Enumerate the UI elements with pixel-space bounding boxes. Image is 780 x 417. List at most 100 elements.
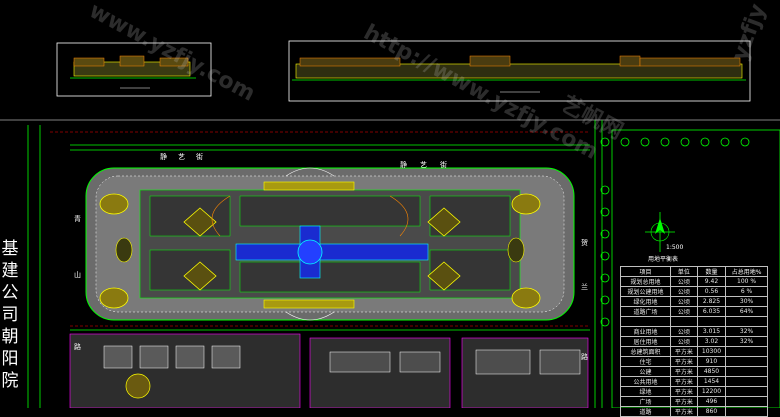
table-cell: 绿地	[620, 385, 671, 397]
table-cell: 平方米	[669, 355, 698, 367]
table-cell: 32%	[725, 325, 768, 337]
table-cell: 1454	[696, 375, 727, 387]
street-label: 兰	[581, 283, 588, 291]
table-cell: 平方米	[669, 395, 698, 407]
table-cell: 910	[696, 355, 727, 367]
vertical-title-char: 朝	[1, 327, 19, 347]
table-cell	[725, 385, 768, 397]
table-cell	[725, 345, 768, 357]
table-cell: 3.02	[696, 335, 727, 347]
table-cell: 公顷	[669, 335, 698, 347]
table-cell: 规划总用地	[620, 276, 671, 287]
table-cell: 道路广场	[620, 306, 671, 317]
table-cell	[725, 375, 768, 387]
table-cell: 公顷	[669, 296, 698, 307]
table-header-cell: 项目	[620, 266, 671, 277]
table-title: 用地平衡表	[648, 256, 679, 263]
table-cell	[725, 316, 768, 327]
street-label: 山	[74, 271, 81, 279]
street-label: 静	[160, 153, 167, 161]
table-cell	[725, 395, 768, 407]
street-label: 街	[196, 153, 203, 161]
table-cell	[696, 316, 727, 327]
table-cell: 广场	[620, 395, 671, 407]
table-cell: 2.825	[696, 296, 727, 307]
table-header-cell: 占总用地%	[725, 266, 768, 277]
table-cell: 商业用地	[620, 325, 671, 337]
table-cell: 规划公建用地	[620, 286, 671, 297]
table-cell: 10300	[696, 345, 727, 357]
building-blocks	[69, 333, 589, 408]
table-cell: 平方米	[669, 375, 698, 387]
street-label: 路	[74, 343, 81, 351]
vertical-title-char: 公	[1, 283, 19, 303]
table-cell: 平方米	[669, 365, 698, 377]
table-cell: 公共用地	[620, 375, 671, 387]
vertical-title-char: 阳	[1, 349, 19, 369]
vertical-title: 基 建 公 司 朝 阳 院	[0, 238, 20, 392]
table-header-row: 项目 单位 数量 占总用地%	[620, 266, 768, 277]
elevation-large	[288, 40, 751, 102]
street-label: 艺	[178, 153, 185, 161]
table-cell: 总建筑面积	[620, 345, 671, 357]
cad-drawing-canvas[interactable]	[0, 0, 780, 408]
street-label: 路	[581, 353, 588, 361]
table-cell	[669, 316, 698, 327]
table-cell: 平方米	[669, 345, 698, 357]
table-cell: 居住用地	[620, 335, 671, 347]
scale-text: 1:500	[666, 244, 684, 251]
table-cell	[620, 316, 671, 327]
table-cell	[725, 355, 768, 367]
tree-row-top	[600, 137, 750, 327]
street-label: 艺	[420, 161, 427, 169]
vertical-title-char: 院	[1, 371, 19, 391]
table-cell: 32%	[725, 335, 768, 347]
table-cell: 平方米	[669, 385, 698, 397]
table-cell: 公顷	[669, 306, 698, 317]
table-cell: 3.015	[696, 325, 727, 337]
table-cell: 公顷	[669, 286, 698, 297]
table-cell: 12200	[696, 385, 727, 397]
table-cell: 0.56	[696, 286, 727, 297]
north-arrow-icon	[645, 212, 675, 252]
table-cell: 公顷	[669, 276, 698, 287]
street-label: 贺	[581, 239, 588, 247]
vertical-title-char: 司	[1, 305, 19, 325]
table-header-cell: 数量	[696, 266, 727, 277]
table-cell: 公顷	[669, 325, 698, 337]
street-label: 街	[440, 161, 447, 169]
site-boundary	[0, 119, 780, 408]
street-label: 青	[74, 215, 81, 223]
table-cell: 64%	[725, 306, 768, 317]
table-cell: 绿化用地	[620, 296, 671, 307]
table-cell: 496	[696, 395, 727, 407]
table-cell: 4850	[696, 365, 727, 377]
table-cell: 6 %	[725, 286, 768, 297]
table-header-cell: 单位	[669, 266, 698, 277]
table-cell: 住宅	[620, 355, 671, 367]
street-label: 静	[400, 161, 407, 169]
vertical-title-char: 基	[1, 239, 19, 259]
table-cell: 6.035	[696, 306, 727, 317]
table-cell: 100 %	[725, 276, 768, 287]
table-cell: 30%	[725, 296, 768, 307]
plaza-plan	[85, 167, 575, 321]
elevation-small	[56, 42, 212, 97]
table-cell: 公建	[620, 365, 671, 377]
table-row	[620, 316, 768, 327]
table-cell: 9.42	[696, 276, 727, 287]
vertical-title-char: 建	[1, 261, 19, 281]
